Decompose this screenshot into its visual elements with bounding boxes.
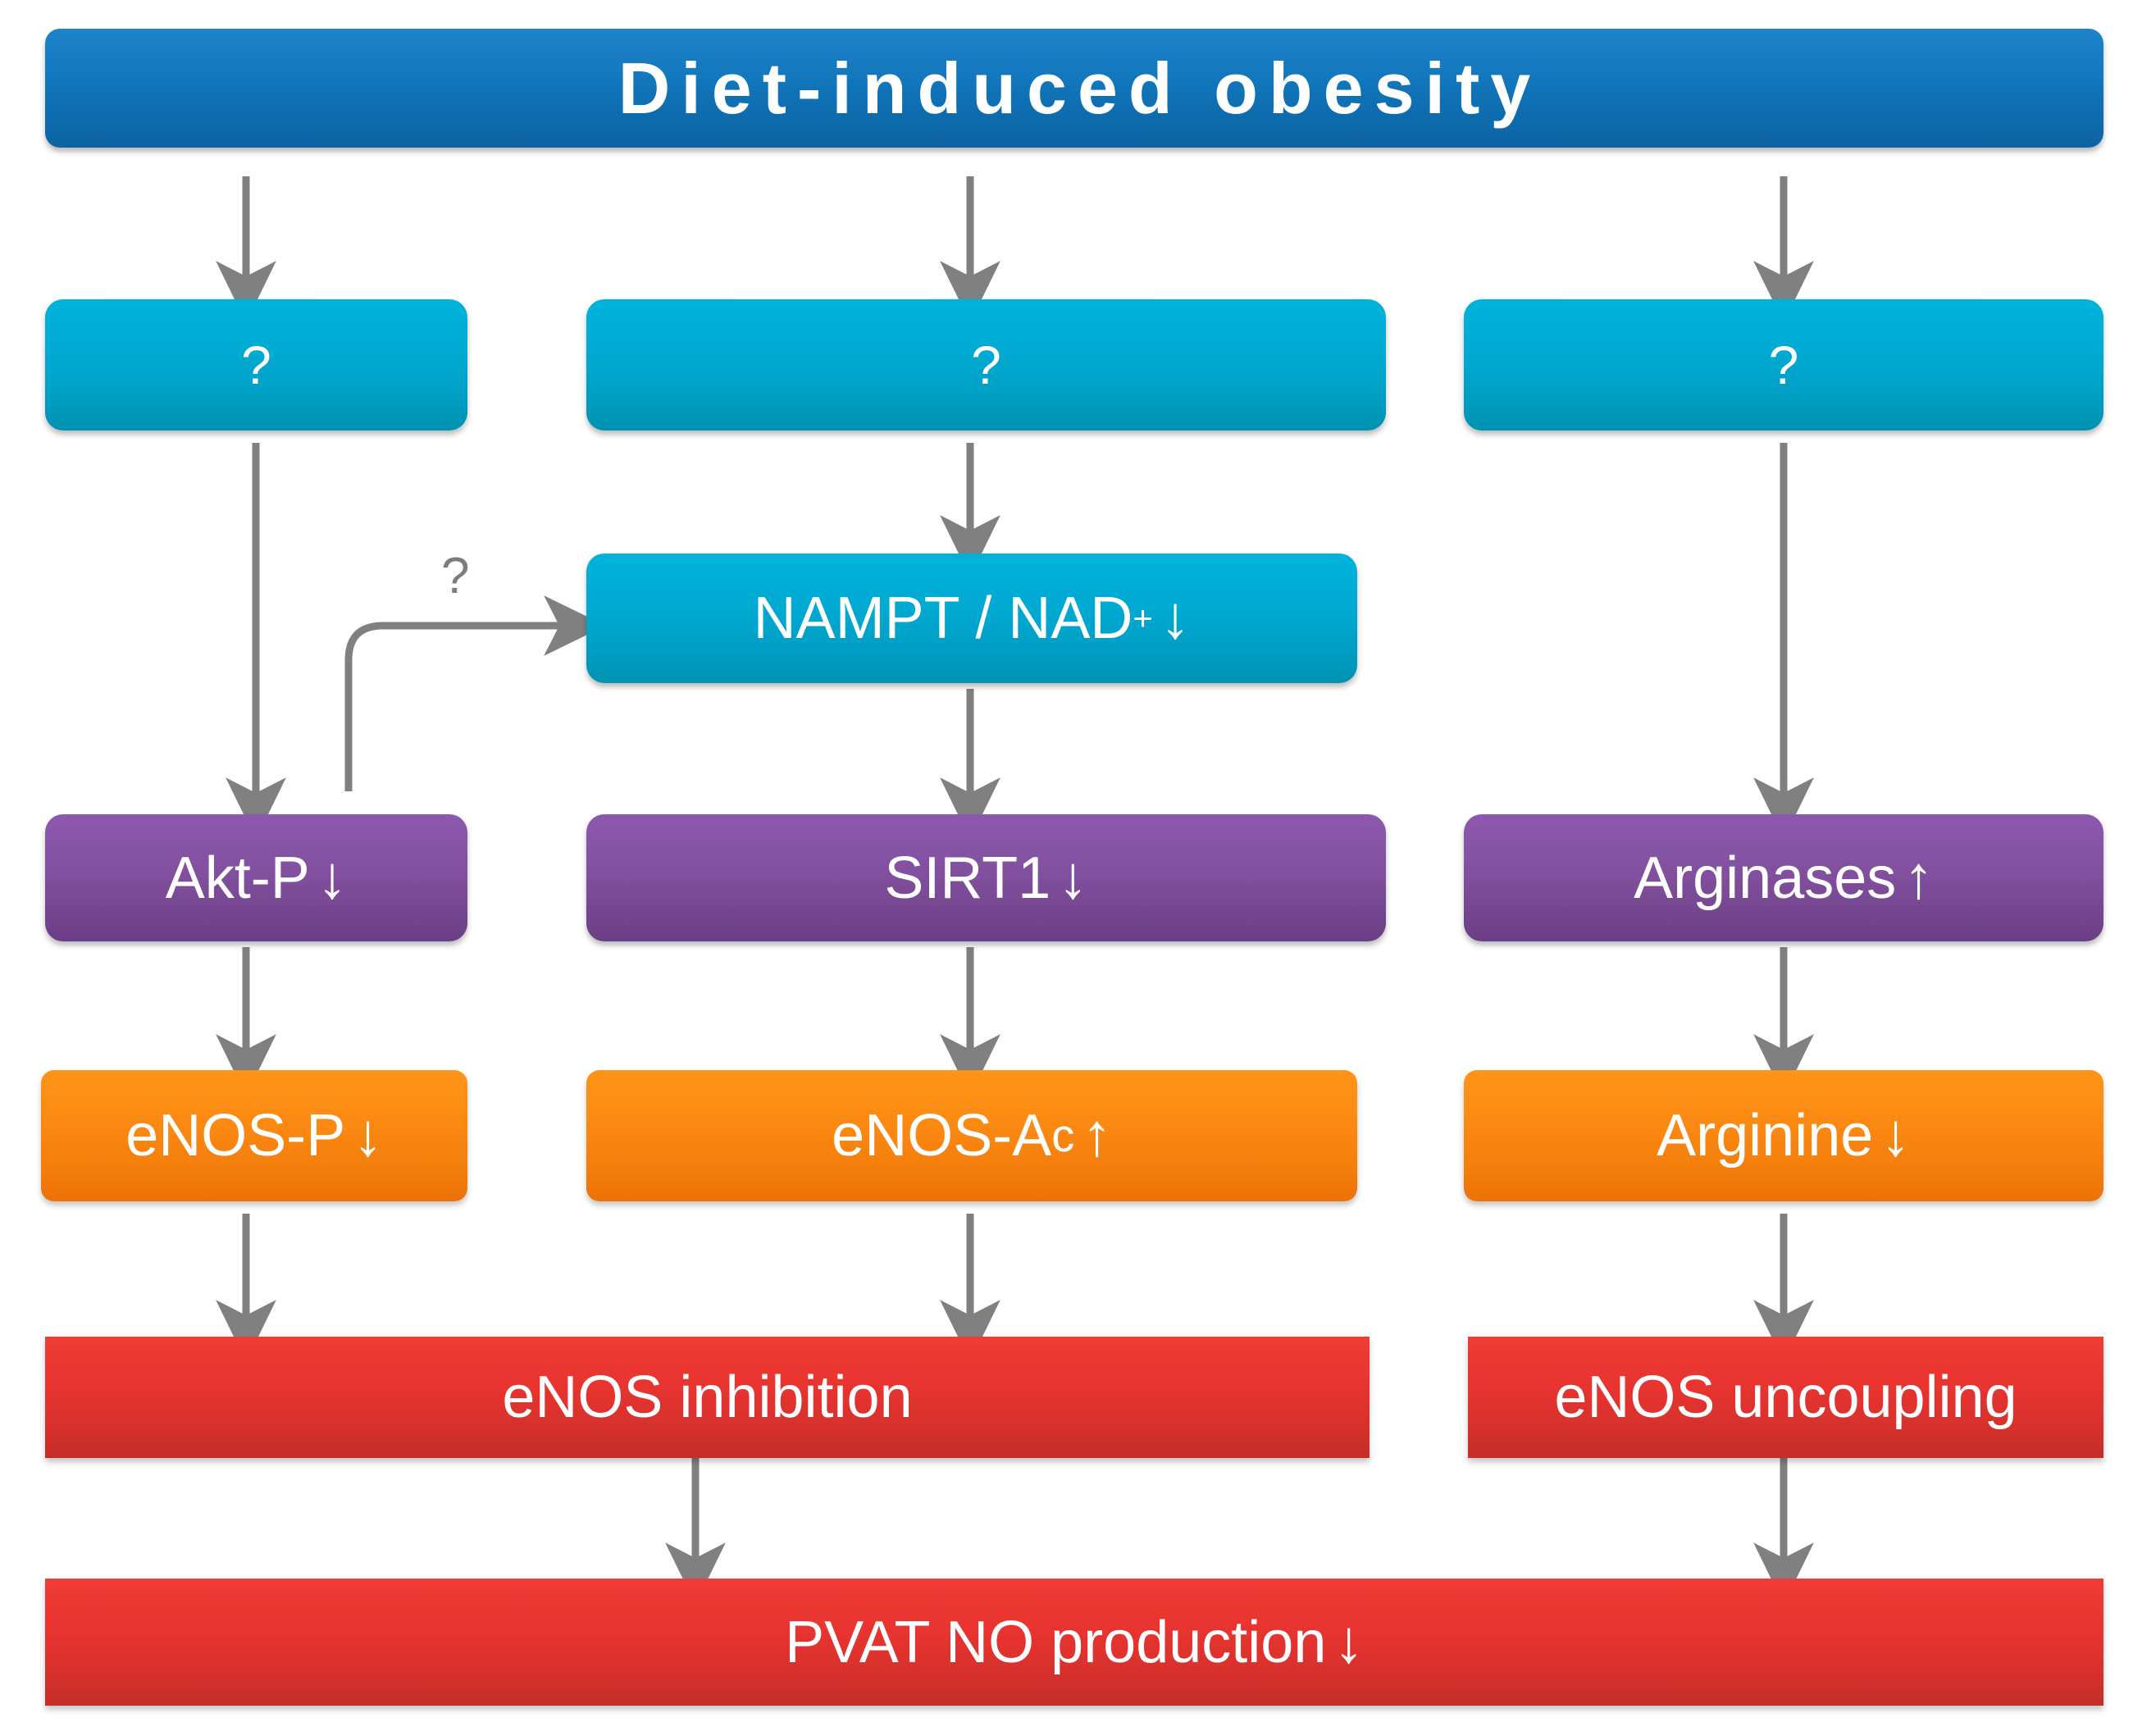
node-unknown-right: ? [1464, 299, 2103, 431]
node-akt-p: Akt-P↓ [45, 814, 467, 941]
enos-p-label-main: eNOS-P [125, 1103, 346, 1169]
pvat-trend-arrow-icon: ↓ [1333, 1607, 1364, 1675]
arginine-label-main: Arginine [1657, 1103, 1874, 1169]
node-arginases: Arginases↑ [1464, 814, 2103, 941]
arginine-trend-arrow-icon: ↓ [1880, 1101, 1911, 1169]
node-pvat-no-production: PVAT NO production↓ [45, 1579, 2103, 1706]
arginases-label-main: Arginases [1634, 845, 1897, 911]
arginases-trend-arrow-icon: ↑ [1903, 843, 1934, 911]
sirt1-label-main: SIRT1 [884, 845, 1051, 911]
nampt-trend-arrow-icon: ↓ [1160, 584, 1191, 652]
node-enos-uncoupling: eNOS uncoupling [1468, 1337, 2103, 1458]
elbow-question-label: ? [441, 548, 470, 604]
sirt1-trend-arrow-icon: ↓ [1057, 843, 1088, 911]
arrow-akt-column-to-nampt-elbow [344, 595, 606, 791]
enos-ac-label-smallcap: c [1051, 1109, 1075, 1161]
pvat-label-main: PVAT NO production [785, 1609, 1327, 1675]
nampt-label-main: NAMPT / NAD [753, 586, 1133, 651]
akt-p-label-main: Akt-P [165, 845, 310, 911]
node-diet-induced-obesity: Diet-induced obesity [45, 29, 2103, 148]
node-arginine: Arginine↓ [1464, 1070, 2103, 1201]
node-unknown-left: ? [45, 299, 467, 431]
node-sirt1: SIRT1↓ [586, 814, 1386, 941]
akt-p-trend-arrow-icon: ↓ [317, 843, 348, 911]
node-nampt-nad: NAMPT / NAD+↓ [586, 554, 1357, 683]
enos-p-trend-arrow-icon: ↓ [353, 1101, 383, 1169]
node-enos-p: eNOS-P↓ [41, 1070, 467, 1201]
enos-ac-label-main: eNOS-A [832, 1103, 1052, 1169]
enos-ac-trend-arrow-icon: ↑ [1082, 1101, 1112, 1169]
node-enos-inhibition: eNOS inhibition [45, 1337, 1370, 1458]
node-unknown-middle: ? [586, 299, 1386, 431]
